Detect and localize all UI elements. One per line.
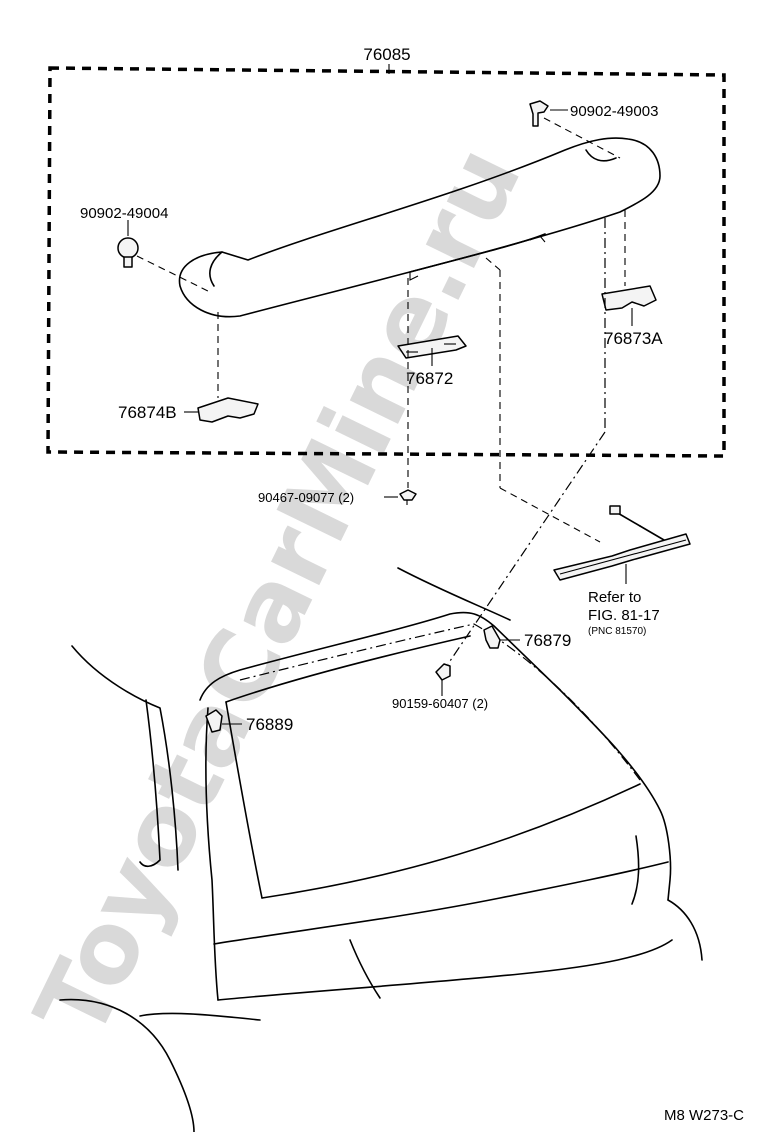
refer-line-3: (PNC 81570) xyxy=(588,626,646,637)
label-76874B: 76874B xyxy=(118,403,177,422)
label-76889: 76889 xyxy=(246,715,293,734)
car-body xyxy=(59,567,703,1132)
label-76879: 76879 xyxy=(524,631,571,650)
refer-line-1: Refer to xyxy=(588,589,641,606)
label-76873A: 76873A xyxy=(604,329,663,348)
label-90159-60407: 90159-60407 (2) xyxy=(392,696,488,711)
watermark: ToyotaCarMine.ru xyxy=(14,130,544,1056)
rear-spoiler xyxy=(178,137,661,318)
label-76872: 76872 xyxy=(406,369,453,388)
part-76874B: 76874B xyxy=(118,312,259,423)
part-90902-49004: 90902-49004 xyxy=(80,205,213,294)
part-90467-09077: 90467-09077 (2) xyxy=(258,278,417,505)
mount-diagonal-line xyxy=(447,431,606,665)
assembly-boundary xyxy=(46,66,726,458)
figure-code: M8 W273-C xyxy=(664,1107,744,1124)
part-90159-60407: 90159-60407 (2) xyxy=(392,663,488,711)
assembly-label: 76085 xyxy=(363,45,410,64)
label-90467-09077: 90467-09077 (2) xyxy=(258,490,354,505)
part-76879: 76879 xyxy=(483,625,571,650)
part-90902-49003: 90902-49003 xyxy=(529,100,658,159)
part-76873A: 76873A xyxy=(601,210,663,348)
label-90902-49003: 90902-49003 xyxy=(570,103,658,120)
refer-line-2: FIG. 81-17 xyxy=(588,607,660,624)
part-76889: 76889 xyxy=(205,709,293,734)
label-90902-49004: 90902-49004 xyxy=(80,205,168,222)
stop-lamp: Refer to FIG. 81-17 (PNC 81570) xyxy=(485,257,691,637)
part-76872: 76872 xyxy=(397,335,467,388)
